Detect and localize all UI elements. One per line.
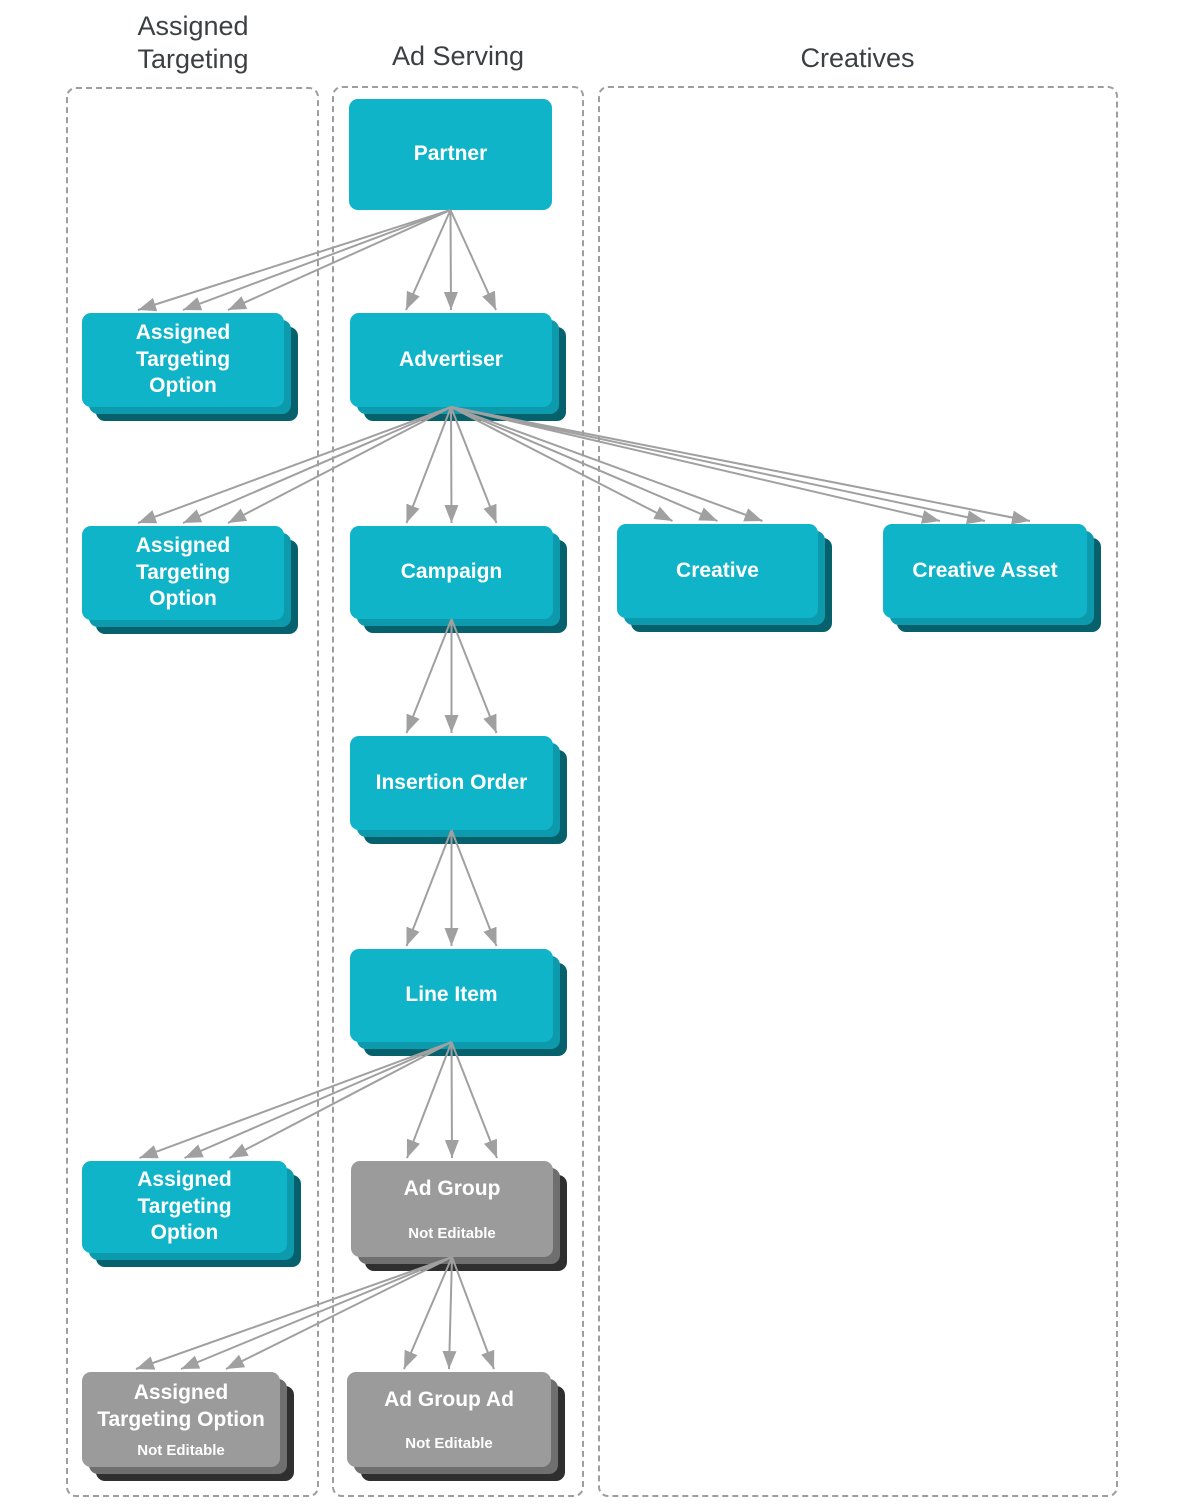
column-title-creatives: Creatives [800,43,915,73]
node-assigned-targeting-option-line-item: Assigned Targeting Option [82,1161,287,1253]
node-assigned-targeting-option-advertiser: Assigned Targeting Option [82,526,284,620]
node-label: Insertion Order [375,770,528,794]
node-label: Creative [676,558,759,582]
node-ad-group: Ad Group Not Editable [351,1161,553,1257]
column-ad-serving [332,86,584,1497]
node-assigned-targeting-option-partner: Assigned Targeting Option [82,313,284,407]
node-creative-asset: Creative Asset [883,524,1087,618]
node-label: Ad Group [403,1177,501,1201]
node-label: Assigned Targeting Option [97,1381,265,1431]
node-campaign: Campaign [350,526,553,619]
node-note-not-editable: Not Editable [405,1435,493,1453]
node-note-not-editable: Not Editable [137,1441,225,1459]
node-note-not-editable: Not Editable [408,1224,496,1242]
node-label: Assigned Targeting Option [135,534,231,611]
column-title-assigned-targeting: Assigned Targeting [137,11,249,74]
node-partner: Partner [349,99,552,210]
node-ad-group-ad: Ad Group Ad Not Editable [347,1372,551,1467]
node-label: Advertiser [399,347,503,371]
node-label: Creative Asset [912,558,1058,582]
node-advertiser: Advertiser [350,313,552,407]
node-label: Assigned Targeting Option [135,321,231,398]
node-assigned-targeting-option-ad-group: Assigned Targeting Option Not Editable [82,1372,280,1467]
node-label: Ad Group Ad [384,1387,514,1411]
node-insertion-order: Insertion Order [350,736,553,830]
node-creative: Creative [617,524,818,618]
node-label: Assigned Targeting Option [137,1168,232,1245]
node-label: Partner [413,142,488,166]
column-title-ad-serving: Ad Serving [391,41,525,71]
column-assigned-targeting [66,87,319,1497]
node-label: Line Item [405,983,498,1007]
node-label: Campaign [400,560,503,584]
column-creatives [598,86,1118,1497]
node-line-item: Line Item [350,949,553,1042]
